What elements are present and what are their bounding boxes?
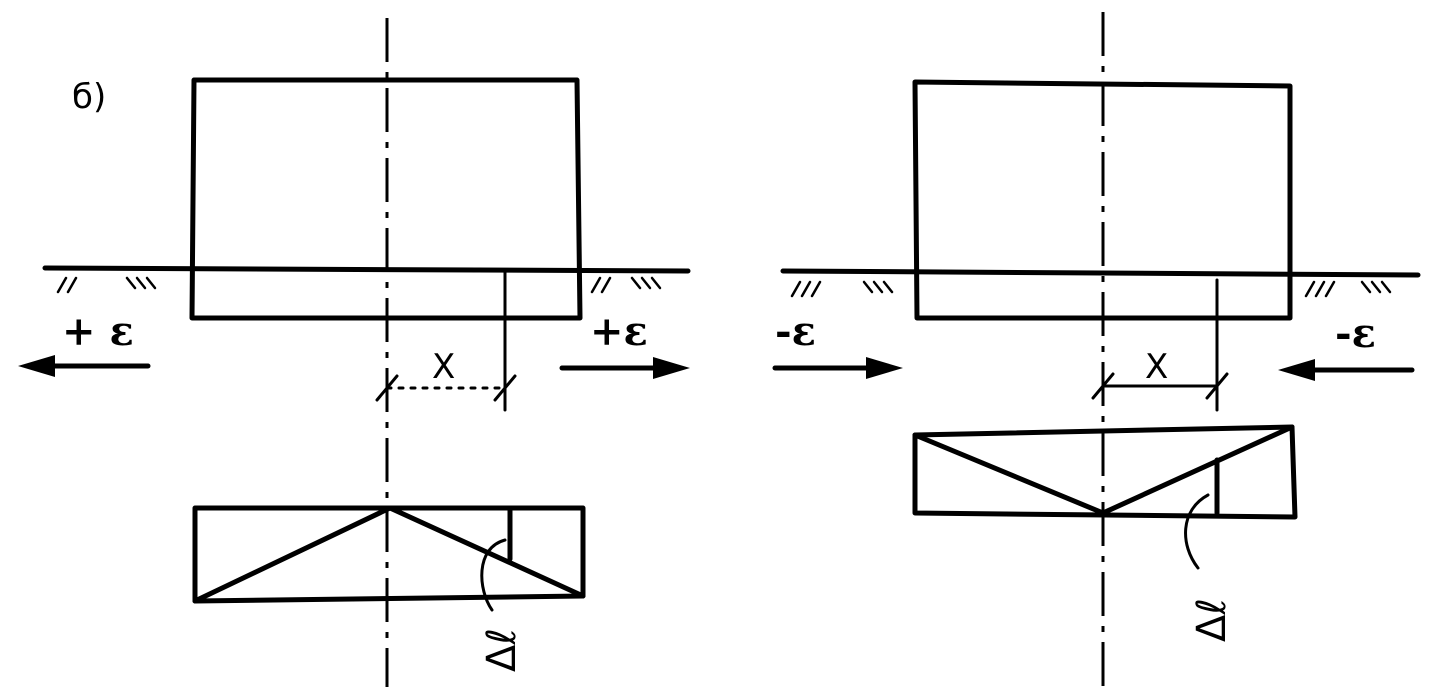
right-strain-left-label: -ε	[775, 308, 816, 355]
right-ground-line	[780, 268, 1421, 278]
right-x-dimension	[1091, 372, 1229, 400]
right-delta-label: Δℓ	[1189, 598, 1235, 642]
left-ground-hatching	[56, 276, 662, 294]
right-panel: X -ε -ε Δℓ	[772, 12, 1421, 687]
left-x-dimension	[375, 374, 517, 402]
left-building-block	[189, 77, 583, 321]
left-ground-line	[42, 265, 691, 274]
right-delta-leader	[1184, 493, 1210, 570]
left-arrow-outward-left	[18, 355, 151, 377]
right-displacement-diagram	[912, 424, 1298, 520]
right-ground-hatching	[790, 280, 1392, 298]
left-x-label: X	[432, 347, 455, 387]
left-strain-right-label: +ε	[590, 308, 648, 355]
left-strain-left-label: + ε	[62, 308, 134, 355]
left-delta-leader	[480, 538, 507, 612]
right-arrow-inward-right	[1278, 359, 1415, 381]
right-building-block	[912, 79, 1293, 321]
right-arrow-inward-left	[772, 357, 903, 379]
left-delta-label: Δℓ	[479, 628, 525, 672]
right-strain-right-label: -ε	[1335, 310, 1376, 357]
left-panel: б) X + ε	[18, 18, 691, 687]
left-arrow-outward-right	[559, 357, 690, 379]
left-displacement-diagram	[192, 505, 586, 604]
figure-label: б)	[72, 77, 106, 117]
right-x-label: X	[1145, 347, 1168, 387]
